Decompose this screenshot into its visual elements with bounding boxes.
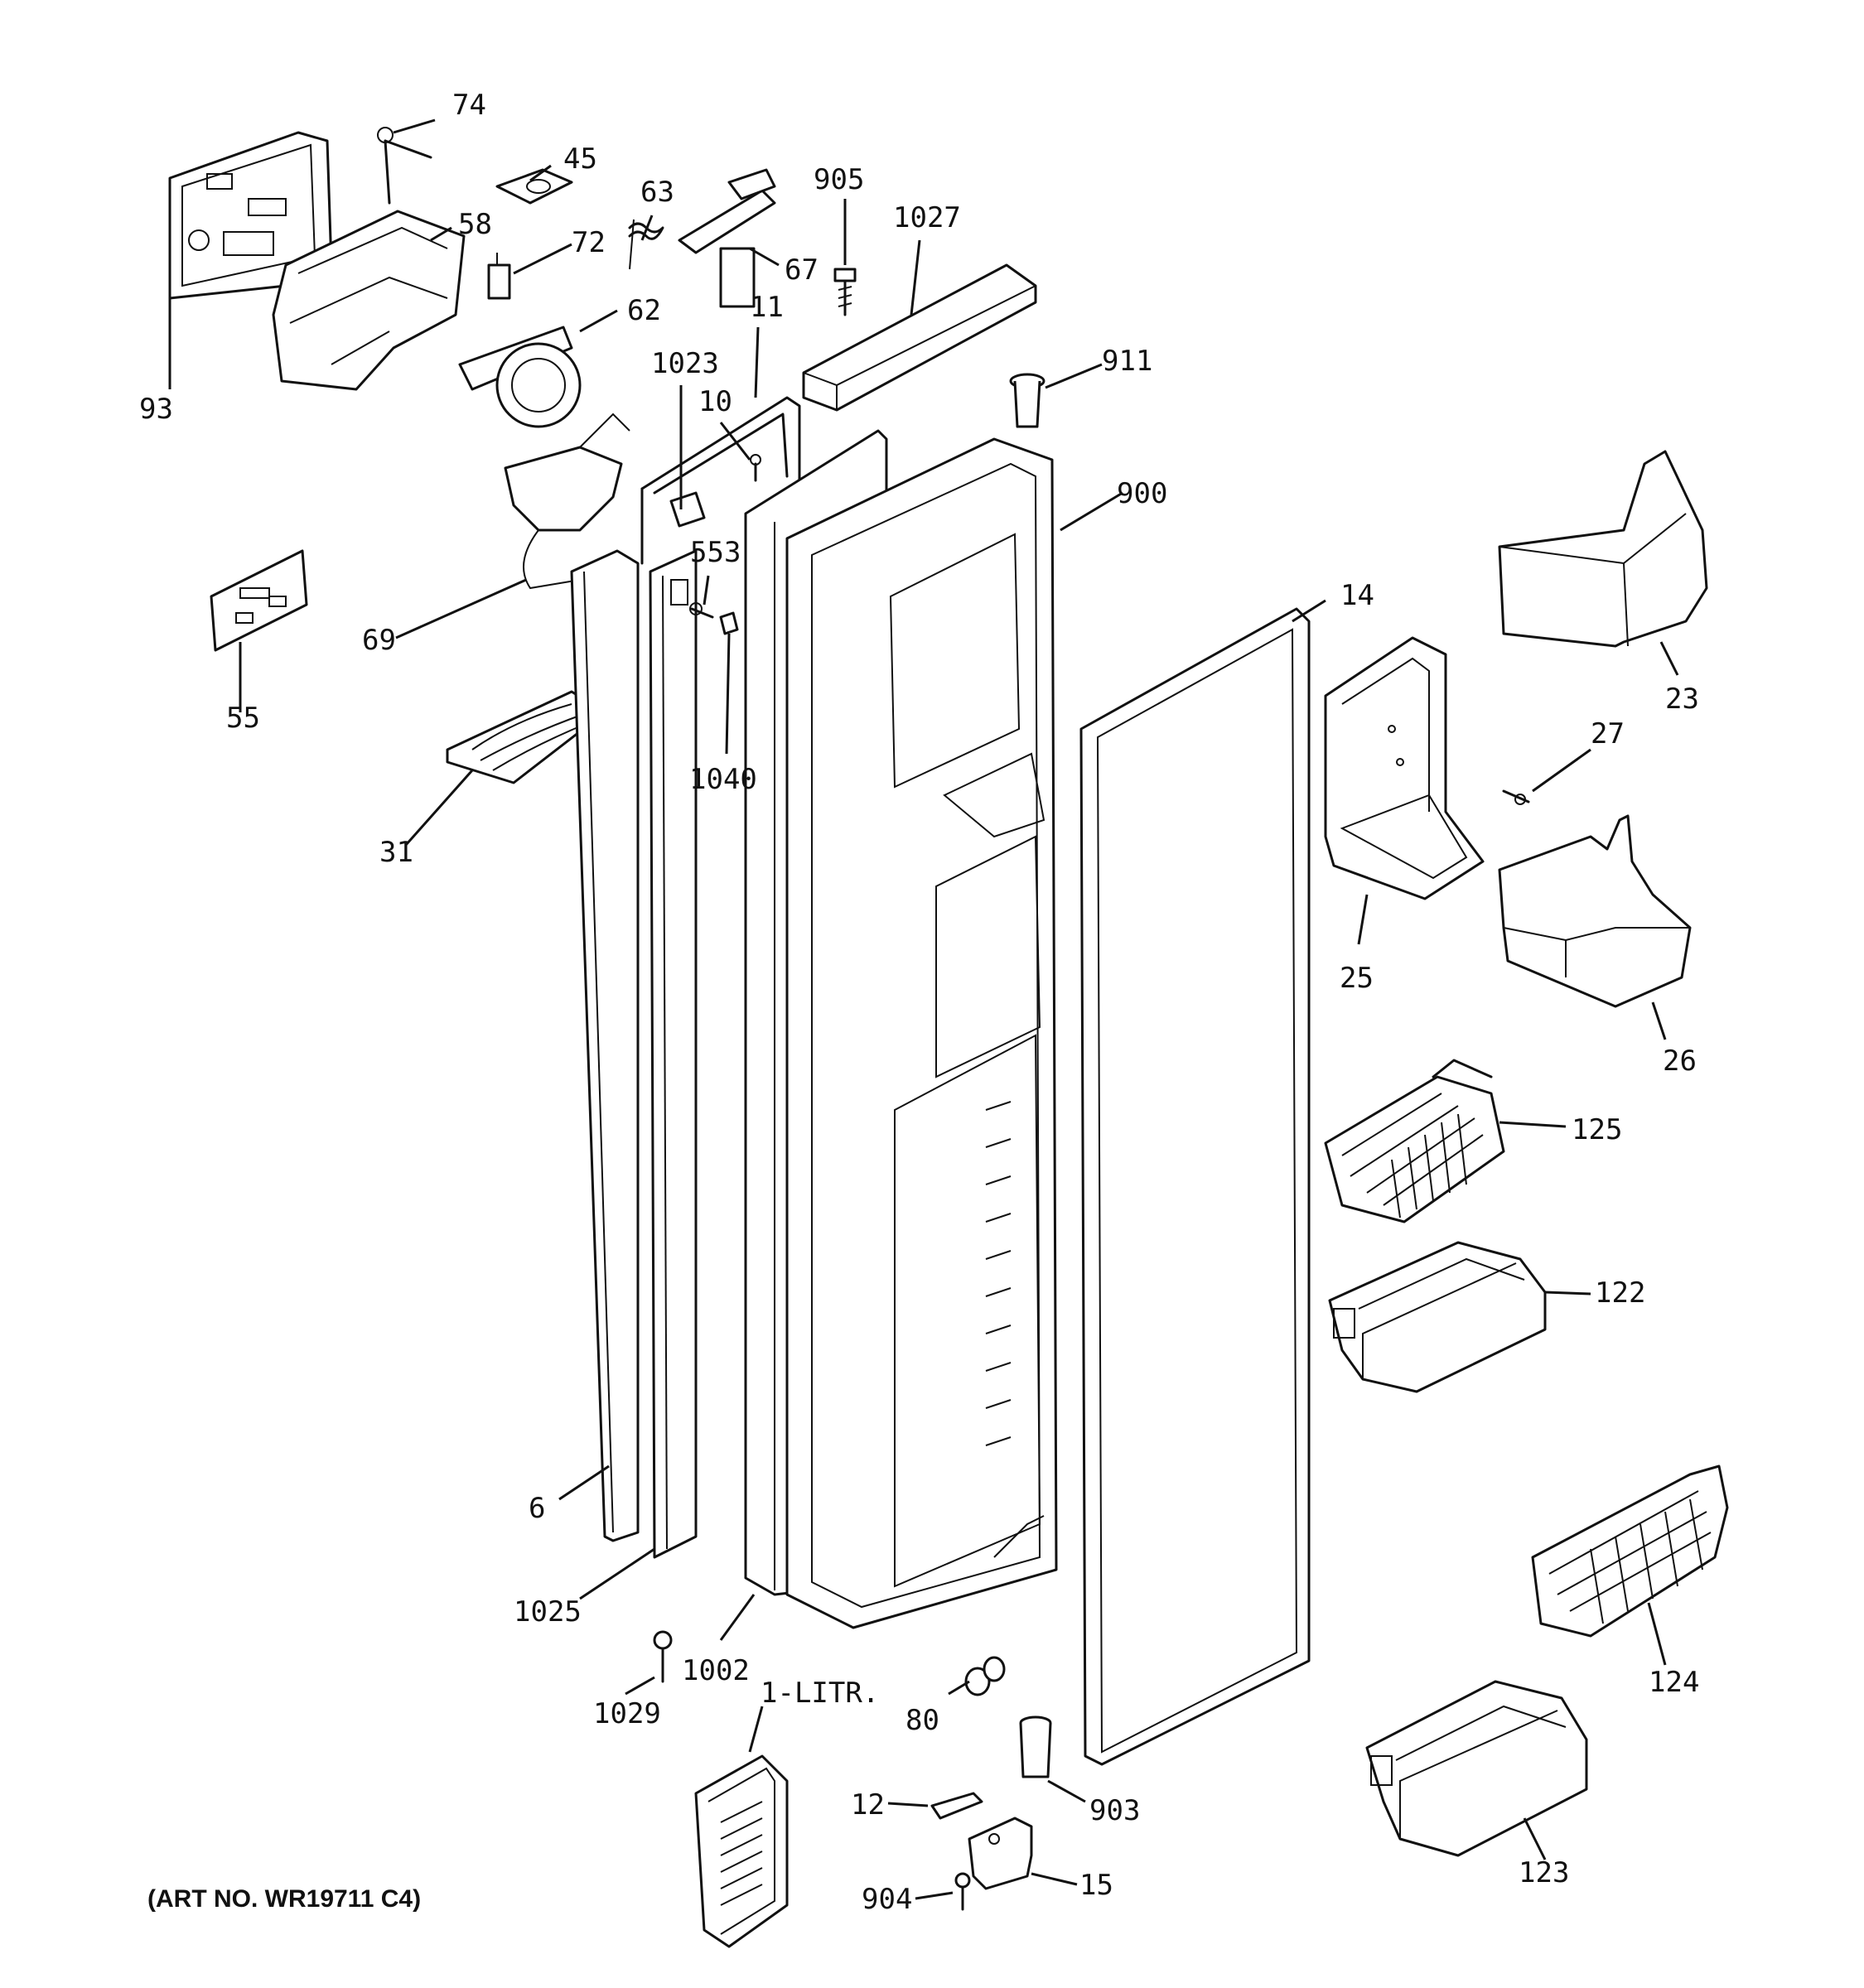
- part-11-door-frame: [640, 396, 801, 565]
- part-1029-screw: [653, 1630, 673, 1683]
- part-124-wire-basket: [1531, 1464, 1729, 1638]
- label-6: 6: [529, 1492, 545, 1525]
- label-125: 125: [1572, 1113, 1622, 1146]
- label-72: 72: [572, 226, 606, 259]
- label-27: 27: [1591, 717, 1625, 750]
- label-74: 74: [452, 89, 486, 122]
- part-80-plug: [964, 1656, 1006, 1696]
- part-25-bin-bracket: [1324, 636, 1485, 900]
- callout-labels: 74 45 63 905 1027 58 72 67 62 11 1023 10…: [139, 89, 1699, 1916]
- part-67-actuator-lever: [678, 168, 776, 308]
- part-6-trim-strip: [570, 549, 640, 1542]
- part-122-door-bin: [1328, 1241, 1547, 1393]
- part-125-door-basket: [1324, 1059, 1505, 1223]
- label-903: 903: [1089, 1794, 1140, 1827]
- label-1023: 1023: [651, 347, 719, 380]
- label-1029: 1029: [593, 1697, 661, 1730]
- part-904-screw: [954, 1872, 971, 1911]
- part-553-screw: [689, 602, 714, 619]
- label-63: 63: [640, 176, 674, 209]
- label-553: 553: [690, 536, 741, 569]
- part-1-litr-literature: [694, 1754, 789, 1948]
- part-63-spring: [628, 219, 664, 270]
- label-11: 11: [750, 291, 784, 324]
- label-124: 124: [1649, 1666, 1699, 1699]
- label-26: 26: [1663, 1045, 1697, 1078]
- part-123-door-bin: [1365, 1680, 1588, 1857]
- label-67: 67: [785, 253, 819, 287]
- part-903-hinge-pin: [1019, 1715, 1052, 1778]
- label-1025: 1025: [514, 1595, 582, 1629]
- label-123: 123: [1519, 1856, 1569, 1889]
- part-23-bin-cover: [1498, 450, 1708, 648]
- label-12: 12: [851, 1788, 885, 1822]
- part-10-screw: [750, 454, 761, 482]
- part-74-spring: [377, 127, 432, 205]
- label-31: 31: [379, 836, 413, 869]
- label-1-litr: 1-LITR.: [761, 1677, 879, 1710]
- part-905-screw: [833, 268, 857, 316]
- part-27-screw: [1502, 789, 1530, 805]
- part-62-auger-ring: [458, 326, 582, 428]
- part-69-auger-cup: [504, 413, 630, 590]
- label-10: 10: [698, 385, 732, 418]
- label-904: 904: [862, 1883, 912, 1916]
- label-23: 23: [1665, 683, 1699, 716]
- label-55: 55: [226, 702, 260, 735]
- part-15-hinge: [968, 1817, 1033, 1890]
- part-14-door-gasket: [1079, 607, 1311, 1766]
- label-900: 900: [1117, 477, 1167, 510]
- part-72-switch: [487, 253, 511, 300]
- part-911-bushing: [1009, 373, 1045, 428]
- part-1040-pin: [719, 611, 739, 635]
- label-905: 905: [814, 163, 864, 196]
- part-1025-hinge-trim: [649, 549, 698, 1559]
- label-1002: 1002: [682, 1654, 750, 1687]
- label-25: 25: [1340, 962, 1374, 995]
- part-55-control-board: [210, 549, 308, 652]
- label-80: 80: [905, 1704, 939, 1737]
- label-62: 62: [627, 294, 661, 327]
- label-1027: 1027: [893, 201, 961, 234]
- part-900-door-liner: [785, 437, 1058, 1629]
- leader-lines: [168, 118, 1679, 1900]
- label-45: 45: [563, 142, 597, 176]
- label-122: 122: [1595, 1276, 1645, 1310]
- label-1040: 1040: [689, 763, 757, 796]
- part-12-bracket: [930, 1792, 983, 1820]
- label-911: 911: [1102, 345, 1152, 378]
- art-number: (ART NO. WR19711 C4): [147, 1885, 421, 1913]
- label-14: 14: [1340, 579, 1374, 612]
- part-1027-door-cap: [802, 263, 1037, 412]
- part-45-bracket: [495, 168, 573, 205]
- part-26-ice-bucket: [1498, 814, 1692, 1008]
- label-93: 93: [139, 393, 173, 426]
- part-58-dispenser-housing: [272, 210, 466, 391]
- label-58: 58: [458, 208, 492, 241]
- label-69: 69: [362, 624, 396, 657]
- part-1023-clip: [669, 491, 706, 528]
- label-15: 15: [1079, 1869, 1113, 1902]
